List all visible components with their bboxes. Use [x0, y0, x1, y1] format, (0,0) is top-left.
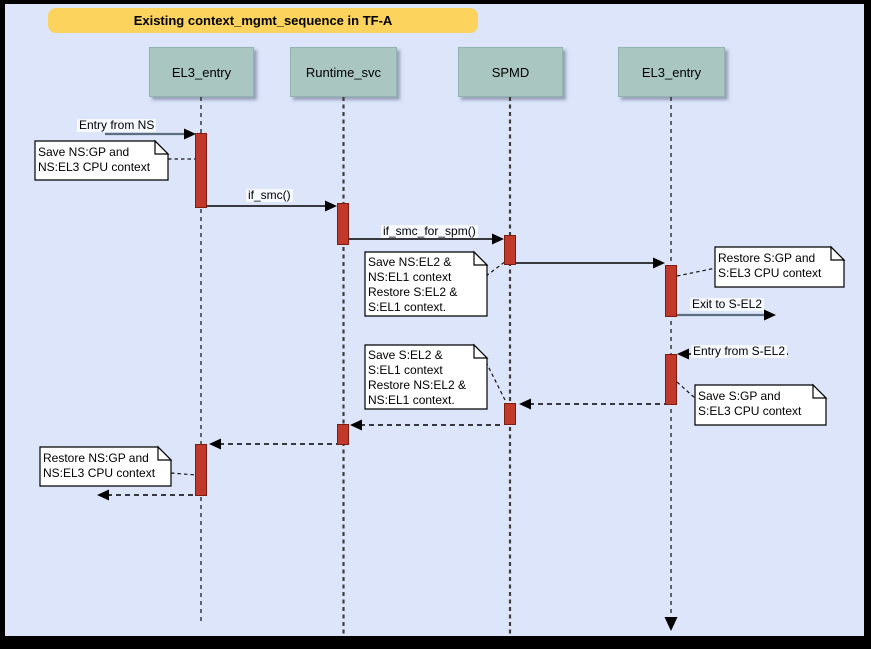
message-label-if-smc: if_smc() — [246, 188, 293, 202]
activation-bar-el3-entry-1b — [195, 444, 207, 496]
activation-bar-spmd-2 — [504, 403, 516, 425]
message-label-entry-from-s-el2: Entry from S-EL2 — [691, 344, 788, 358]
message-label-exit-to-s-el2: Exit to S-EL2 — [690, 297, 765, 311]
actor-spmd: SPMD — [458, 47, 563, 97]
message-label-entry-from-ns: Entry from NS — [77, 118, 157, 132]
note-save-ns-gp: Save NS:GP and NS:EL3 CPU context — [38, 145, 151, 174]
activation-bar-spmd-1 — [504, 235, 516, 265]
actor-runtime-svc: Runtime_svc — [290, 47, 397, 97]
message-label-if-smc-for-spm: if_smc_for_spm() — [381, 224, 478, 238]
note-restore-ns-gp: Restore NS:GP and NS:EL3 CPU context — [43, 451, 156, 480]
actor-label: EL3_entry — [641, 64, 702, 80]
diagram-title: Existing context_mgmt_sequence in TF-A — [48, 8, 478, 33]
activation-bar-el3-entry-2a — [665, 265, 677, 317]
activation-bar-el3-entry-1 — [195, 133, 207, 208]
note-save-s-gp: Save S:GP and S:EL3 CPU context — [698, 389, 802, 418]
activation-bar-el3-entry-2b — [665, 354, 677, 405]
actor-label: EL3_entry — [171, 64, 232, 80]
actor-el3-entry-2: EL3_entry — [618, 47, 725, 97]
diagram-canvas — [5, 4, 864, 636]
actor-label: Runtime_svc — [305, 64, 382, 80]
note-restore-s-gp: Restore S:GP and S:EL3 CPU context — [718, 251, 822, 280]
actor-label: SPMD — [491, 64, 530, 80]
activation-bar-runtime-svc-1 — [337, 203, 349, 245]
note-save-s-el2: Save S:EL2 & S:EL1 context Restore NS:EL… — [368, 348, 467, 407]
actor-el3-entry-1: EL3_entry — [149, 47, 254, 97]
activation-bar-runtime-svc-2 — [337, 424, 349, 445]
note-save-ns-el2: Save NS:EL2 & NS:EL1 context Restore S:E… — [368, 255, 458, 314]
